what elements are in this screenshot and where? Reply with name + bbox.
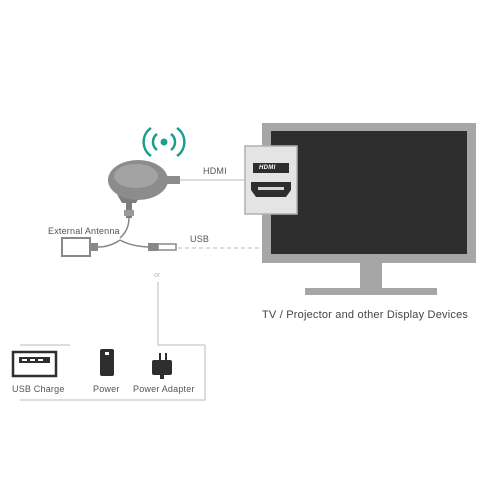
usb-female-connector	[61, 237, 91, 257]
tv-stand-base	[305, 288, 437, 295]
hdmi-connection-label: HDMI	[203, 166, 227, 176]
hdmi-port-callout	[244, 145, 298, 215]
tv-screen	[271, 131, 467, 254]
or-line	[157, 282, 205, 346]
usb-charge-label: USB Charge	[12, 384, 65, 394]
usb-connection-label: USB	[190, 234, 210, 244]
usb-male-plug	[148, 243, 158, 251]
wifi-signal-icon	[142, 126, 186, 158]
hdmi-plug	[165, 176, 180, 184]
power-adapter-label: Power Adapter	[133, 384, 195, 394]
power-options-box	[20, 345, 206, 401]
hdmi-port-logo: HDMI	[259, 165, 276, 171]
hdmi-logo-plate	[253, 163, 289, 173]
power-adapter-icon	[152, 353, 172, 379]
dongle-device-icon	[108, 160, 180, 239]
antenna-cable-icon	[61, 237, 177, 257]
or-label: or	[154, 272, 161, 279]
usb-port-icon	[11, 350, 58, 378]
display-devices-caption: TV / Projector and other Display Devices	[262, 309, 469, 321]
external-antenna-label: External Antenna	[48, 226, 120, 236]
tv-stand-neck	[360, 263, 382, 290]
tv-monitor-icon	[262, 123, 476, 295]
power-bank-icon	[100, 349, 114, 376]
connection-lines	[20, 179, 262, 346]
power-label: Power	[93, 384, 120, 394]
